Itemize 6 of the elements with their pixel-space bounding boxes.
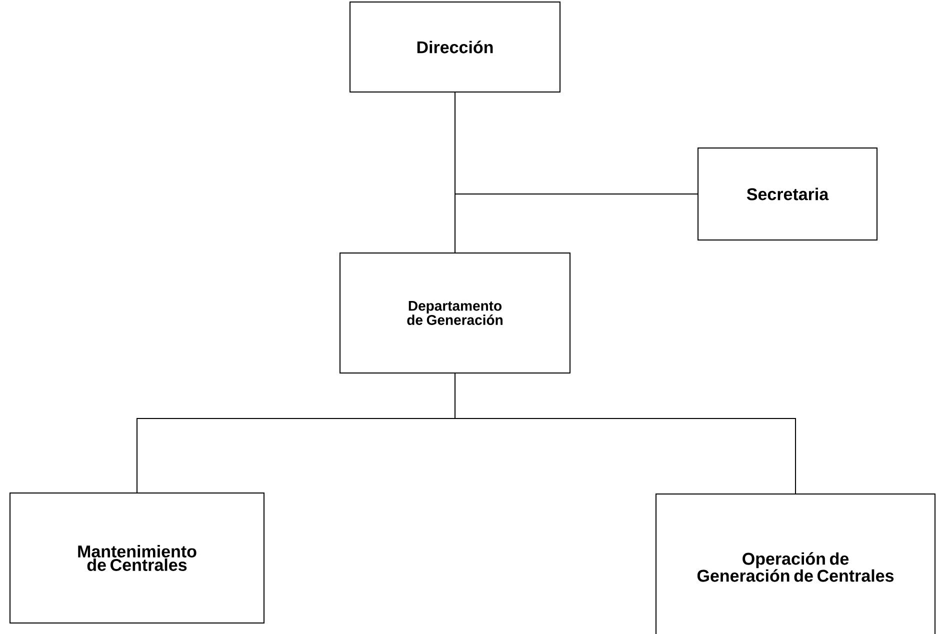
connector-line: [454, 373, 796, 494]
org-box: Mantenimiento de Centrales: [10, 492, 264, 624]
org-box: Dirección: [350, 2, 560, 92]
org-box: Secretaria: [698, 148, 878, 240]
org-box: Departamento de Generación: [340, 252, 570, 374]
org-box: Operación de Generación de Centrales: [656, 494, 936, 634]
